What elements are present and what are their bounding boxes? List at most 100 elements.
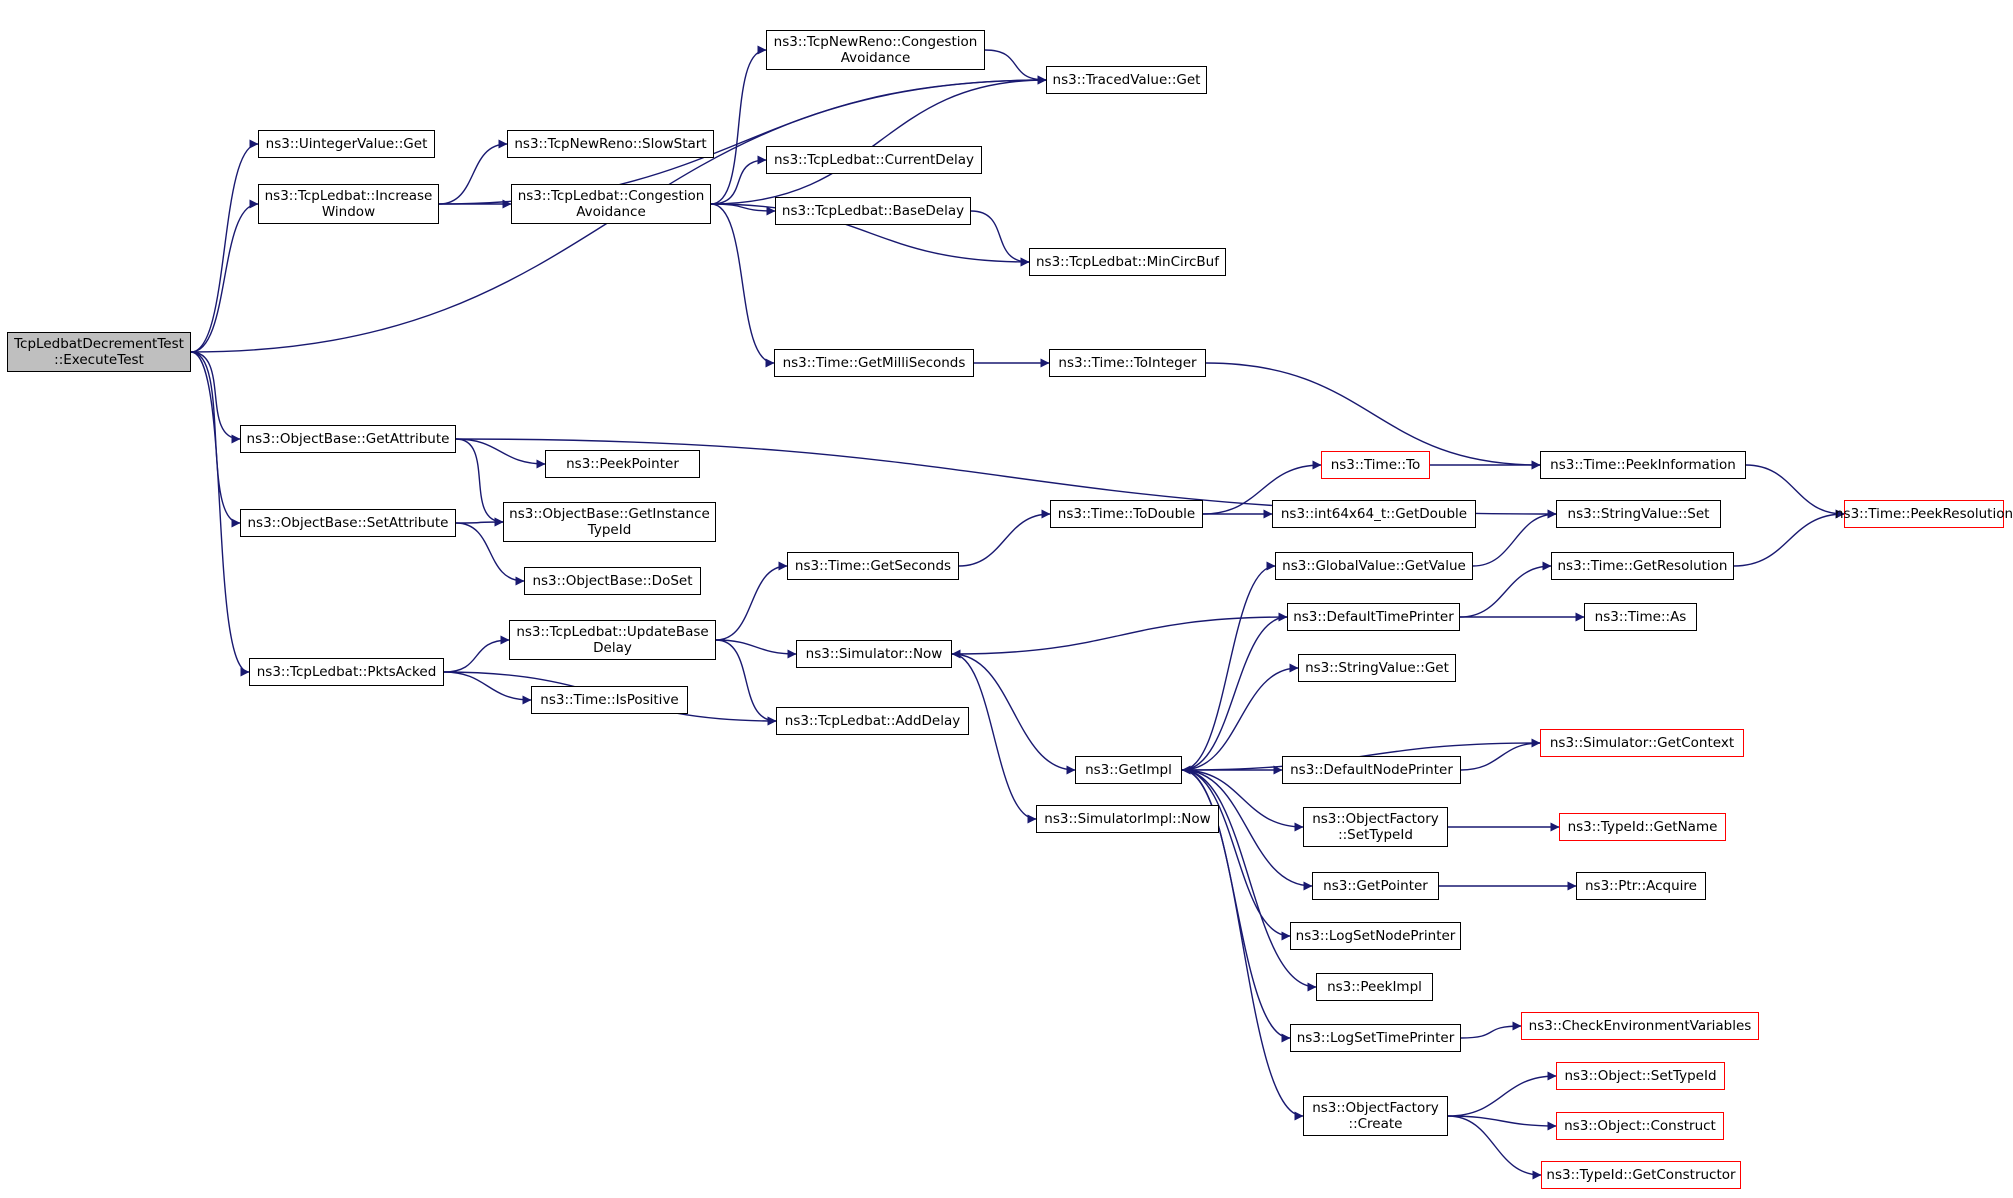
node-label: ns3::Time::ToDouble [1057, 506, 1196, 522]
node-lognode[interactable]: ns3::LogSetNodePrinter [1290, 922, 1461, 950]
node-implnow[interactable]: ns3::SimulatorImpl::Now [1036, 805, 1219, 833]
node-logtime[interactable]: ns3::LogSetTimePrinter [1290, 1024, 1461, 1052]
edge-root-to-pktsacked [190, 351, 250, 677]
node-label: ::ExecuteTest [54, 352, 144, 368]
node-ispos[interactable]: ns3::Time::IsPositive [531, 686, 688, 714]
node-adddelay[interactable]: ns3::TcpLedbat::AddDelay [776, 707, 969, 735]
node-label: ns3::Time::GetResolution [1557, 558, 1728, 574]
node-uintget[interactable]: ns3::UintegerValue::Get [258, 130, 435, 158]
node-ofsettype[interactable]: ns3::ObjectFactory::SetTypeId [1303, 807, 1448, 847]
node-timeto[interactable]: ns3::Time::To [1321, 451, 1430, 479]
node-peekimpl[interactable]: ns3::PeekImpl [1316, 973, 1433, 1001]
node-basedelay[interactable]: ns3::TcpLedbat::BaseDelay [775, 197, 971, 225]
node-label: ns3::TcpLedbat::PktsAcked [256, 664, 437, 680]
node-label: ns3::StringValue::Set [1567, 506, 1710, 522]
node-getres[interactable]: ns3::Time::GetResolution [1551, 552, 1734, 580]
node-timeas[interactable]: ns3::Time::As [1584, 603, 1697, 631]
edge-pktsacked-to-updbase [443, 635, 510, 673]
node-ofcreate[interactable]: ns3::ObjectFactory::Create [1303, 1096, 1448, 1136]
node-tointeger[interactable]: ns3::Time::ToInteger [1049, 349, 1206, 377]
edge-defprinter-to-getres [1459, 561, 1552, 618]
edge-getimpl-to-lognode [1181, 769, 1291, 941]
edge-gvget-to-strset [1472, 509, 1557, 567]
node-label: ns3::Time::GetMilliSeconds [782, 355, 966, 371]
node-label: Avoidance [840, 50, 911, 66]
node-label: ns3::LogSetNodePrinter [1295, 928, 1456, 944]
node-objsettype[interactable]: ns3::Object::SetTypeId [1556, 1062, 1725, 1090]
node-peekptr[interactable]: ns3::PeekPointer [545, 450, 700, 478]
edges-layer [190, 45, 1845, 1180]
edge-ledcong-to-mincirc [710, 203, 1030, 267]
node-peekres[interactable]: ns3::Time::PeekResolution [1835, 500, 2013, 528]
node-label: ns3::TcpLedbat::CurrentDelay [773, 152, 975, 168]
edge-setattr-to-getinst [455, 517, 504, 527]
node-getattr[interactable]: ns3::ObjectBase::GetAttribute [240, 425, 456, 453]
node-label: ns3::Time::To [1330, 457, 1421, 473]
node-label: ns3::TcpLedbat::Congestion [517, 188, 705, 204]
node-gvget[interactable]: ns3::GlobalValue::GetValue [1275, 552, 1473, 580]
node-getimpl[interactable]: ns3::GetImpl [1075, 756, 1182, 784]
node-strset[interactable]: ns3::StringValue::Set [1556, 500, 1721, 528]
node-label: ns3::Time::GetSeconds [794, 558, 952, 574]
node-label: ns3::ObjectBase::GetInstance [509, 506, 710, 522]
node-strget[interactable]: ns3::StringValue::Get [1298, 654, 1456, 682]
node-tidname[interactable]: ns3::TypeId::GetName [1559, 813, 1726, 841]
node-pktsacked[interactable]: ns3::TcpLedbat::PktsAcked [249, 658, 444, 686]
node-label: ns3::TracedValue::Get [1052, 72, 1201, 88]
node-getsec[interactable]: ns3::Time::GetSeconds [787, 552, 959, 580]
node-label: ns3::TcpLedbat::AddDelay [784, 713, 961, 729]
edge-incwin-to-slowstart [438, 139, 508, 205]
node-peekinfo[interactable]: ns3::Time::PeekInformation [1540, 451, 1746, 479]
node-label: ns3::ObjectFactory [1312, 1100, 1439, 1116]
node-defprinter[interactable]: ns3::DefaultTimePrinter [1287, 603, 1460, 631]
edge-updbase-to-getsec [715, 561, 788, 641]
node-label: ns3::TcpNewReno::Congestion [773, 34, 978, 50]
node-label: Window [321, 204, 376, 220]
node-tracedget[interactable]: ns3::TracedValue::Get [1046, 66, 1207, 94]
node-label: ns3::Time::As [1594, 609, 1687, 625]
edge-ledcong-to-tracedget [710, 75, 1047, 205]
node-label: ns3::Time::PeekResolution [1834, 506, 2013, 522]
node-label: ns3::int64x64_t::GetDouble [1280, 506, 1468, 522]
node-i64double[interactable]: ns3::int64x64_t::GetDouble [1272, 500, 1476, 528]
node-getpointer[interactable]: ns3::GetPointer [1312, 872, 1439, 900]
edge-ofcreate-to-objconstruct [1447, 1115, 1557, 1131]
node-mincirc[interactable]: ns3::TcpLedbat::MinCircBuf [1029, 248, 1226, 276]
node-label: ns3::Simulator::GetContext [1549, 735, 1735, 751]
edge-basedelay-to-mincirc [970, 210, 1030, 267]
edge-ledcong-to-getmilli [710, 203, 775, 368]
node-objconstruct[interactable]: ns3::Object::Construct [1556, 1112, 1724, 1140]
node-label: ns3::TcpLedbat::BaseDelay [781, 203, 965, 219]
node-simnow[interactable]: ns3::Simulator::Now [796, 640, 952, 668]
node-defnode[interactable]: ns3::DefaultNodePrinter [1282, 756, 1461, 784]
edge-getimpl-to-gvget [1181, 561, 1276, 771]
node-label: ns3::GlobalValue::GetValue [1282, 558, 1466, 574]
node-setattr[interactable]: ns3::ObjectBase::SetAttribute [240, 509, 456, 537]
node-slowstart[interactable]: ns3::TcpNewReno::SlowStart [507, 130, 714, 158]
node-getmilli[interactable]: ns3::Time::GetMilliSeconds [774, 349, 974, 377]
node-label: ns3::Ptr::Acquire [1585, 878, 1697, 894]
edge-ledcong-to-curdelay [710, 155, 767, 205]
node-checkenv[interactable]: ns3::CheckEnvironmentVariables [1521, 1012, 1759, 1040]
node-label: ns3::ObjectBase::GetAttribute [246, 431, 450, 447]
node-curdelay[interactable]: ns3::TcpLedbat::CurrentDelay [766, 146, 982, 174]
node-label: ns3::Time::IsPositive [540, 692, 679, 708]
node-label: ns3::PeekImpl [1327, 979, 1422, 995]
node-todouble[interactable]: ns3::Time::ToDouble [1050, 500, 1203, 528]
node-getctx[interactable]: ns3::Simulator::GetContext [1540, 729, 1744, 757]
node-doset[interactable]: ns3::ObjectBase::DoSet [524, 567, 701, 595]
node-ptracq[interactable]: ns3::Ptr::Acquire [1576, 872, 1706, 900]
edge-getattr-to-peekptr [455, 438, 546, 469]
edge-todouble-to-timeto [1202, 460, 1322, 515]
edge-ofcreate-to-tidctor [1447, 1115, 1542, 1180]
node-tidctor[interactable]: ns3::TypeId::GetConstructor [1541, 1161, 1741, 1189]
node-label: ns3::TcpLedbat::Increase [264, 188, 433, 204]
edge-getsec-to-todouble [958, 509, 1051, 567]
edge-setattr-to-doset [455, 522, 525, 586]
